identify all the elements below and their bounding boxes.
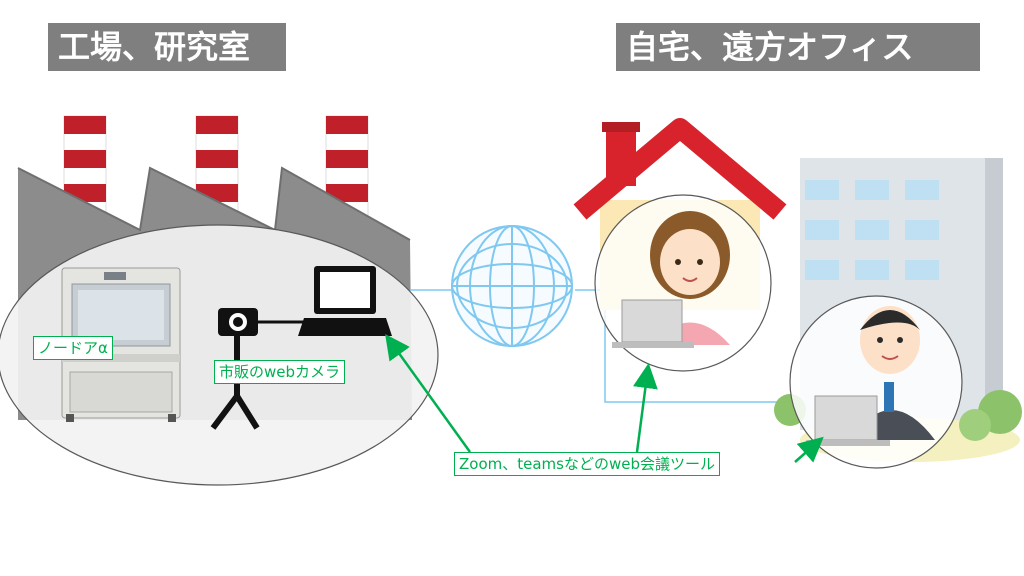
arrow-to-woman: [637, 368, 648, 452]
camera-label: 市販のwebカメラ: [214, 360, 345, 384]
location-title-factory: 工場、研究室: [48, 23, 286, 71]
location-title-remote: 自宅、遠方オフィス: [616, 23, 980, 71]
remote-woman-avatar: [595, 195, 771, 371]
web-meeting-tool-label: Zoom、teamsなどのweb会議ツール: [454, 452, 720, 476]
globe-icon: [452, 226, 572, 346]
device-label: ノードアα: [33, 336, 113, 360]
